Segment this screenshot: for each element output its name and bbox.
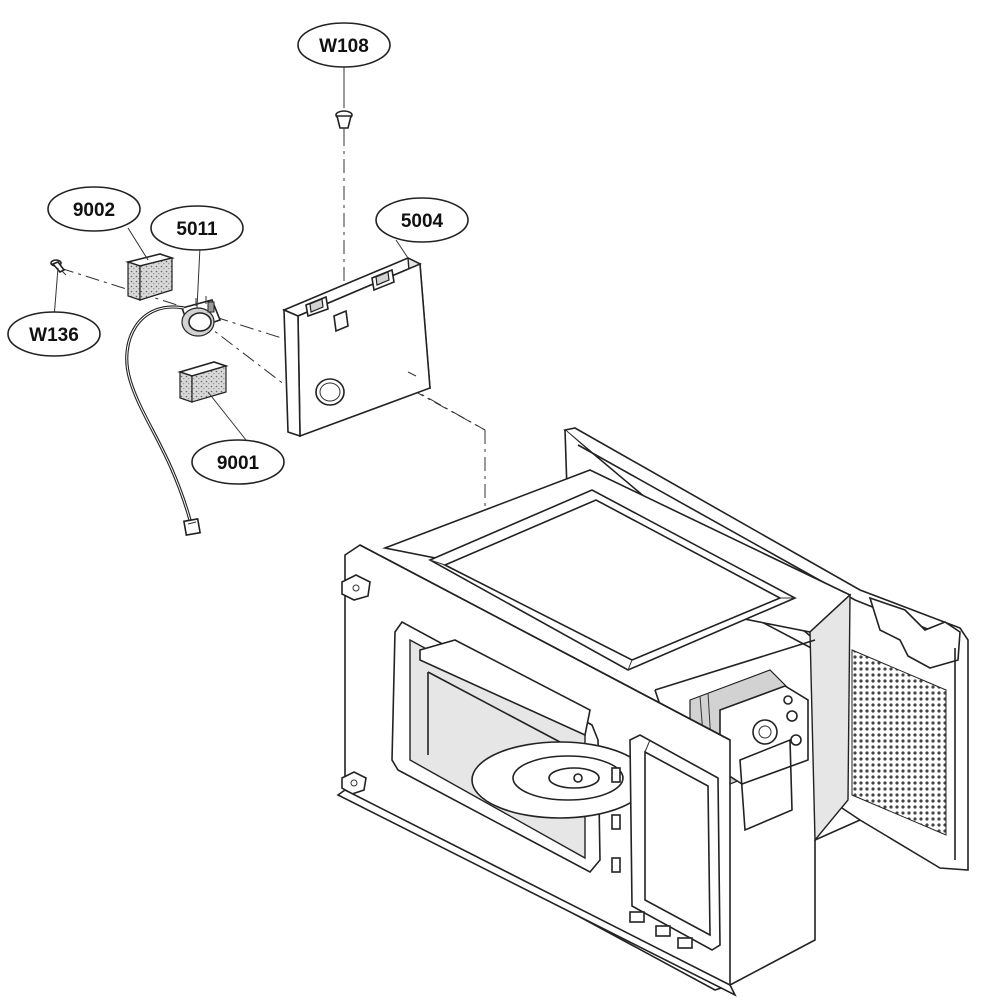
callout-5011: 5011 [150, 205, 244, 251]
callout-label-w108: W108 [319, 36, 369, 57]
hinge-bracket-top [341, 574, 371, 601]
part-5011-switch [180, 296, 222, 337]
hinge-bracket-bottom [341, 771, 367, 795]
callout-9001: 9001 [191, 439, 285, 485]
part-9001-block [177, 361, 229, 403]
callout-w108: W108 [297, 22, 391, 68]
leader-lines [53, 66, 409, 441]
screw-w108 [335, 110, 353, 138]
callout-9002: 9002 [47, 186, 141, 232]
wire-harness [125, 305, 202, 537]
callout-w136: W136 [7, 311, 101, 357]
callout-label-5004: 5004 [401, 211, 444, 232]
screw-w136 [50, 259, 67, 276]
callout-5004: 5004 [375, 197, 469, 243]
callout-label-w136: W136 [29, 325, 79, 346]
callout-label-9001: 9001 [217, 453, 260, 474]
cavity-assembly [336, 427, 969, 997]
part-9002-block [125, 253, 175, 301]
part-5004-bracket [281, 256, 431, 438]
callout-label-9002: 9002 [73, 200, 115, 221]
callout-label-5011: 5011 [176, 219, 218, 240]
